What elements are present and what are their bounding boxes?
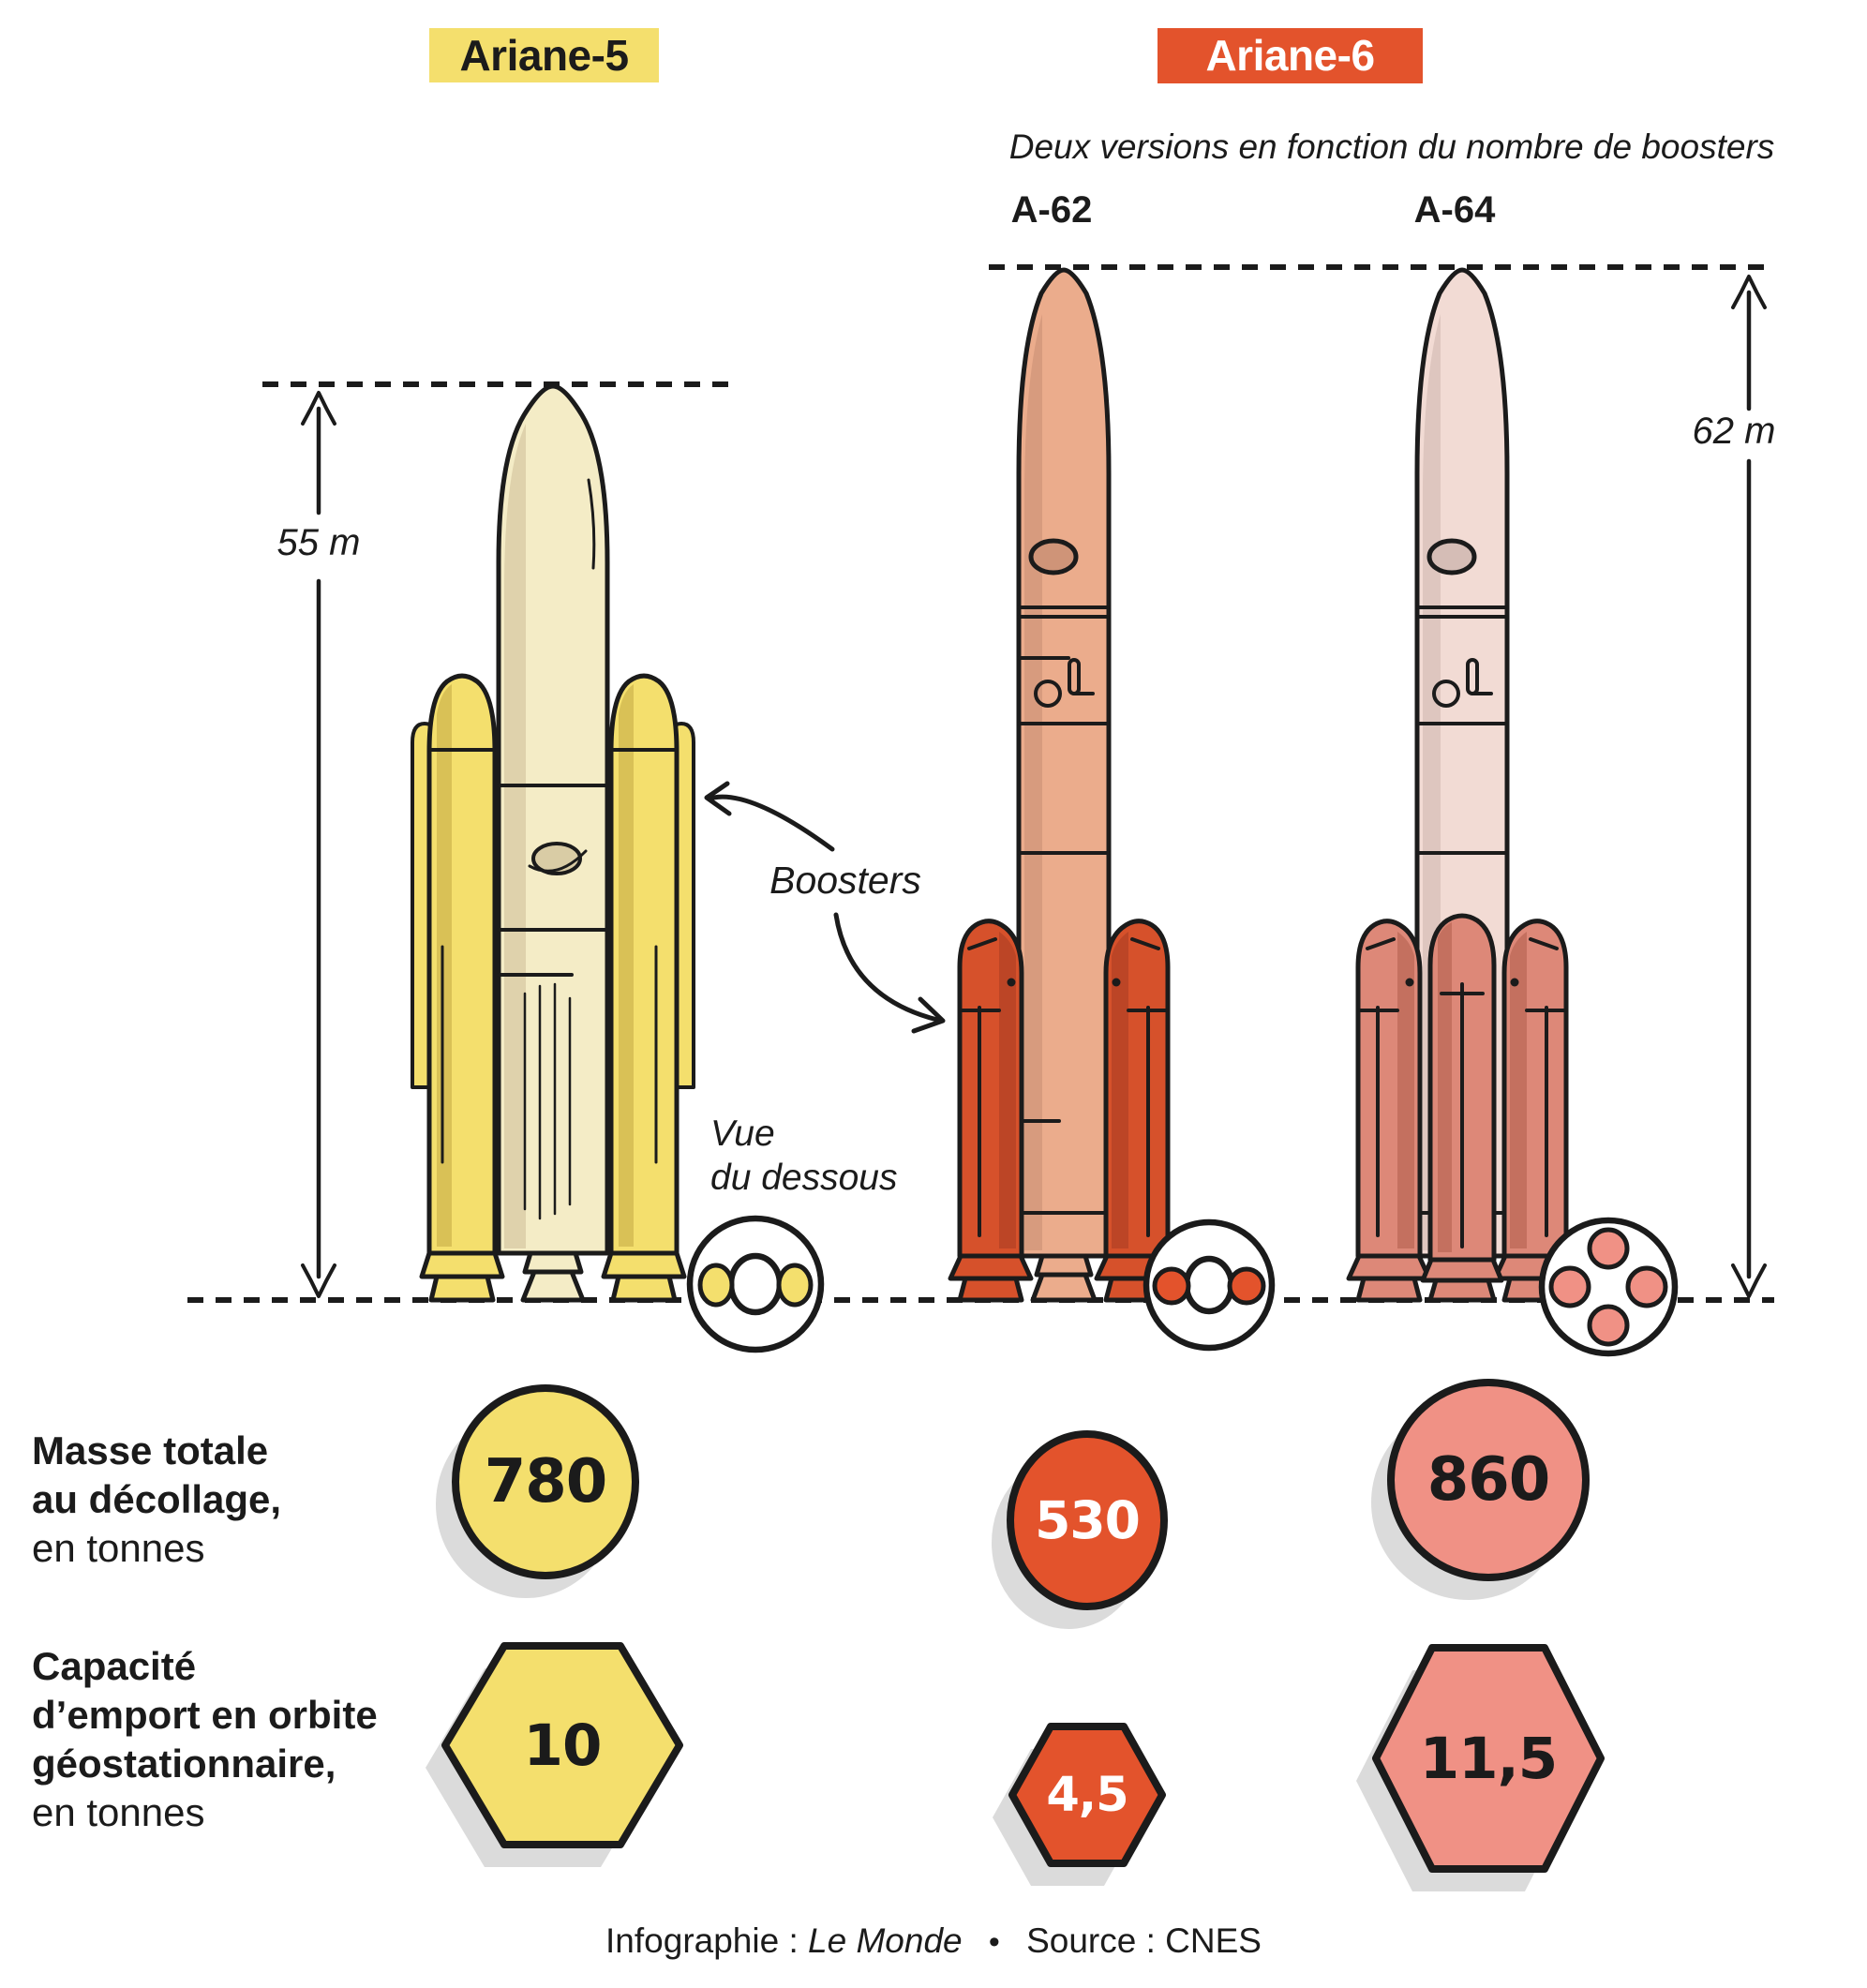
ariane5-rocket-illustration [411,383,695,1303]
subtitle: Deux versions en fonction du nombre de b… [1008,127,1775,166]
masse-row-label: Masse totale au décollage, en tonnes [32,1427,281,1573]
source-text: Source : CNES [1026,1921,1262,1960]
masse-ariane5-circle [452,1384,639,1579]
credit-separator: • [988,1924,1000,1960]
capacite-a64-hexagon [1372,1644,1605,1873]
height-arrow-55m [301,391,336,1298]
capacite-label-line1: Capacité [32,1644,197,1688]
footer-credit: Infographie : Le Monde • Source : CNES [0,1921,1867,1961]
height-arrow-62m [1731,275,1767,1298]
ariane5-title-chip: Ariane-5 [429,28,659,82]
boosters-label: Boosters [769,859,921,902]
capacite-label-line3: géostationnaire, [32,1741,336,1786]
masse-a64-circle [1387,1379,1590,1581]
a62-bottom-view [1143,1218,1276,1352]
ariane5-bottom-view [686,1215,825,1353]
masse-bubbles [436,1379,1590,1629]
capacite-bubbles [426,1642,1605,1891]
bottom-view-label-line2: du dessous [710,1158,898,1198]
height-label-55m: 55 m [276,522,361,563]
masse-label-line1: Masse totale [32,1428,269,1472]
capacite-value-a64: 11,5 [1419,1725,1559,1792]
height-label-62m: 62 m [1692,411,1776,452]
masse-a62-circle [1007,1430,1168,1610]
masse-value-a64: 860 [1426,1445,1551,1515]
a62-rocket-illustration [948,267,1180,1303]
capacite-value-a62: 4,5 [1046,1767,1128,1823]
ariane6-title-chip: Ariane-6 [1158,28,1423,83]
capacite-a62-hexagon [1008,1723,1166,1867]
bottom-view-label: Vue du dessous [710,1112,897,1200]
masse-value-ariane5: 780 [484,1447,608,1517]
bottom-view-label-line1: Vue [710,1114,775,1154]
credit-name: Le Monde [808,1921,963,1960]
capacite-row-label: Capacité d’emport en orbite géostationna… [32,1642,378,1837]
masse-label-line2: au décollage, [32,1477,282,1521]
capacite-value-ariane5: 10 [523,1711,603,1779]
a64-bottom-view [1538,1217,1679,1357]
capacite-label-line2: d’emport en orbite [32,1693,378,1737]
capacite-ariane5-hexagon [441,1642,683,1848]
a64-rocket-illustration [1346,267,1578,1303]
credit-prefix: Infographie : [605,1921,799,1960]
variant-label-a62: A-62 [1010,189,1093,231]
capacite-label-unit: en tonnes [32,1790,205,1834]
masse-label-unit: en tonnes [32,1526,205,1570]
variant-label-a64: A-64 [1413,189,1496,231]
masse-value-a62: 530 [1035,1490,1141,1550]
boosters-annotation-arrows [704,781,946,1034]
